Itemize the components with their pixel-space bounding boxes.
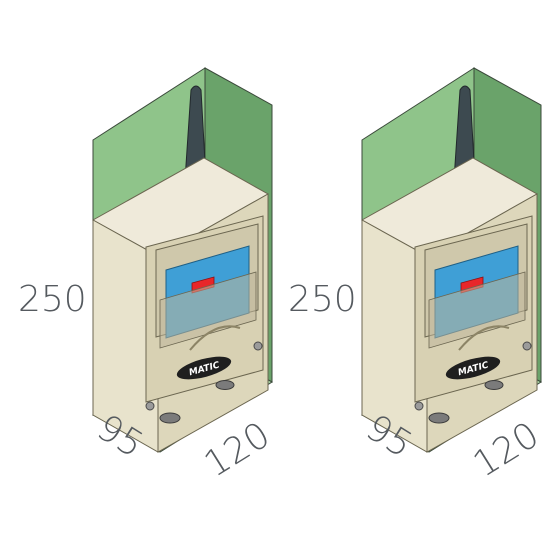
hinge-arc <box>189 325 241 351</box>
enclosure-box: MATIC <box>91 157 270 453</box>
screw-icon <box>414 401 424 411</box>
transparent-cover <box>159 271 257 349</box>
transparent-cover <box>428 271 526 349</box>
cable-gland-icon <box>428 380 504 424</box>
cable-gland-icon <box>159 380 235 424</box>
unit-2: MATIC 250 95 120 <box>288 67 546 486</box>
height-label: 250 <box>288 279 357 320</box>
brand-logo: MATIC <box>176 356 232 380</box>
enclosure-box: MATIC <box>360 157 539 453</box>
hinge-arc <box>458 325 510 351</box>
height-label: 250 <box>18 279 87 320</box>
width-label: 120 <box>466 414 546 485</box>
screw-icon <box>522 341 532 351</box>
width-label: 120 <box>197 414 277 485</box>
screw-icon <box>253 341 263 351</box>
brand-logo: MATIC <box>445 356 501 380</box>
unit-1: MATIC 250 95 120 <box>18 67 277 486</box>
screw-icon <box>145 401 155 411</box>
